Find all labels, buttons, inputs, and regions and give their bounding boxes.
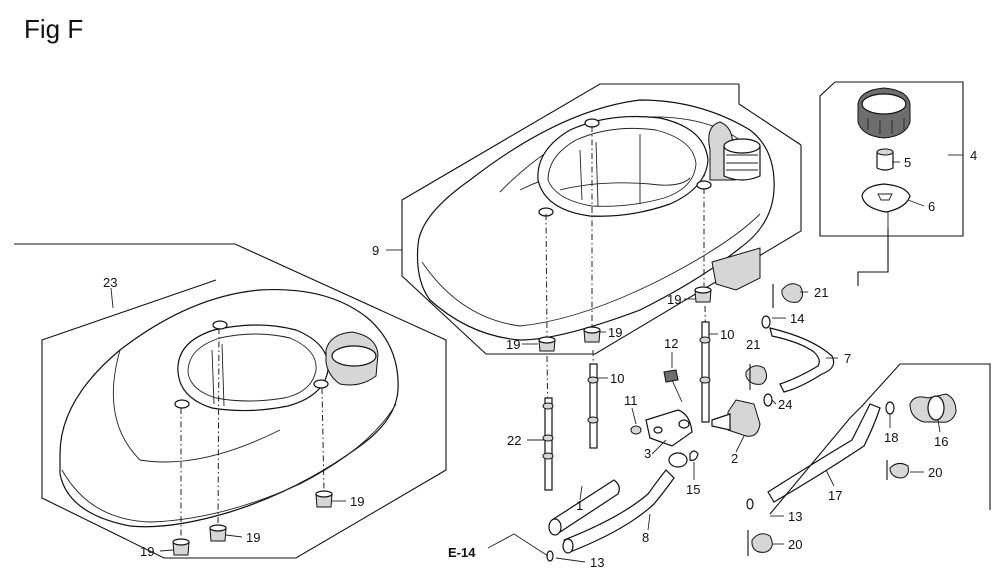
callout-1: 1 — [576, 498, 583, 513]
mounting-bolts — [542, 305, 711, 491]
callout-19-tank-center: 19 — [608, 325, 622, 340]
callout-14: 14 — [790, 311, 804, 326]
callout-13-bottom: 13 — [590, 555, 604, 570]
callout-21-top: 21 — [814, 285, 828, 300]
callout-15: 15 — [686, 482, 700, 497]
callout-7: 7 — [844, 351, 851, 366]
callout-3: 3 — [644, 446, 651, 461]
callout-24: 24 — [778, 397, 792, 412]
callout-20-bottom: 20 — [788, 537, 802, 552]
callout-17: 17 — [828, 488, 842, 503]
callout-19-cover-center: 19 — [246, 530, 260, 545]
callout-19-cover-left: 19 — [140, 544, 154, 559]
callout-5: 5 — [904, 155, 911, 170]
cover-group-outline — [14, 243, 447, 559]
callout-19-tank-right: 19 — [667, 292, 681, 307]
tank-grommets-and-center-lines — [538, 126, 712, 352]
callout-9: 9 — [372, 243, 379, 258]
callout-8: 8 — [642, 530, 649, 545]
hose-17-and-connector — [746, 363, 991, 556]
callout-12: 12 — [664, 336, 678, 351]
callout-18: 18 — [884, 430, 898, 445]
reference-e14[interactable]: E-14 — [448, 545, 476, 560]
callout-10-right: 10 — [720, 327, 734, 342]
leader-lines — [110, 154, 963, 563]
callout-13-right: 13 — [788, 509, 802, 524]
figure-title: Fig F — [24, 14, 84, 44]
callout-23: 23 — [103, 275, 117, 290]
callout-20-right: 20 — [928, 465, 942, 480]
cover-body — [59, 288, 399, 528]
cover-grommets — [172, 327, 333, 556]
callout-19-cover-right: 19 — [350, 494, 364, 509]
fuel-cap-group — [819, 81, 964, 286]
callout-16: 16 — [934, 434, 948, 449]
callout-19-tank-left: 19 — [506, 337, 520, 352]
callout-6: 6 — [928, 199, 935, 214]
callout-11: 11 — [624, 393, 638, 408]
callout-22: 22 — [507, 433, 521, 448]
callout-10-center: 10 — [610, 371, 624, 386]
callout-21-mid: 21 — [746, 337, 760, 352]
callout-2: 2 — [731, 451, 738, 466]
fuel-tank-group-outline — [401, 83, 802, 355]
callout-labels: 9 19 19 19 10 10 22 12 11 3 2 15 1 8 7 1… — [103, 148, 977, 570]
fuel-valve-parts — [630, 369, 761, 468]
fuel-tank-body — [416, 99, 775, 341]
callout-4: 4 — [970, 148, 977, 163]
fuel-hoses — [546, 469, 675, 562]
